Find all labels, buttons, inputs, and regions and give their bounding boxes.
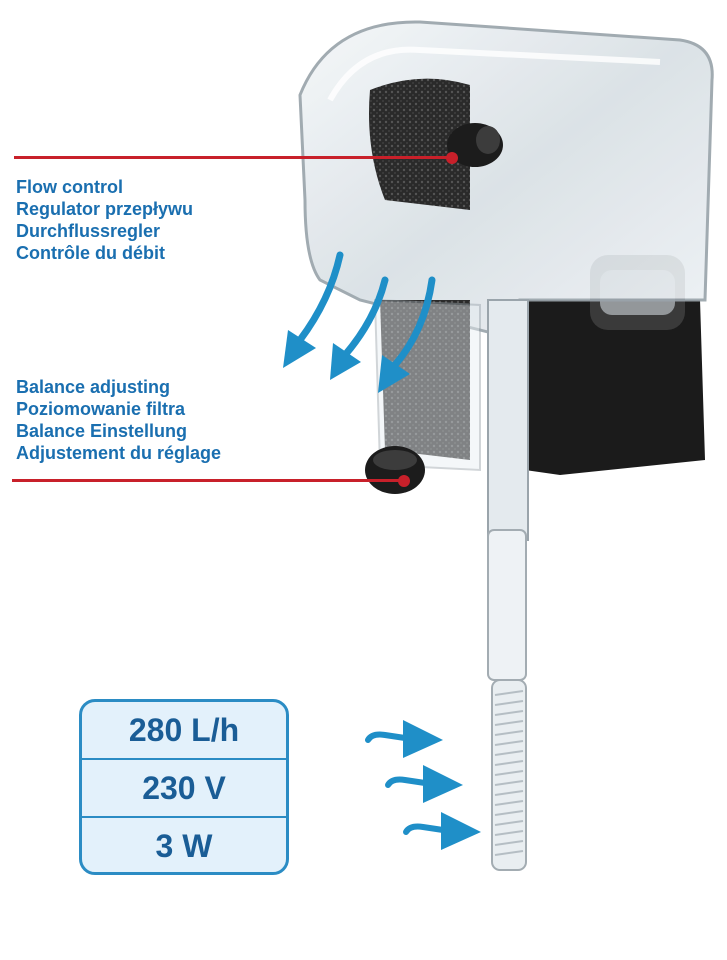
- flow-control-label-de: Durchflussregler: [16, 221, 161, 241]
- flow-control-marker: [446, 152, 458, 164]
- flow-control-label-pl: Regulator przepływu: [16, 199, 194, 219]
- balance-label-fr: Adjustement du réglage: [16, 443, 222, 463]
- spec-flow-rate: 280 L/h: [82, 702, 286, 760]
- intake-tube-middle: [487, 529, 527, 681]
- balance-labels: Balance adjusting Poziomowanie filtra Ba…: [16, 376, 221, 464]
- balance-label-pl: Poziomowanie filtra: [16, 399, 186, 419]
- flow-control-labels: Flow control Regulator przepływu Durchfl…: [16, 176, 193, 264]
- motor-housing: [520, 300, 705, 475]
- balance-marker: [398, 475, 410, 487]
- balance-label-en: Balance adjusting: [16, 377, 171, 397]
- filter-body: [298, 20, 714, 342]
- intake-tube-upper: [487, 299, 529, 541]
- specs-panel: 280 L/h 230 V 3 W: [79, 699, 289, 875]
- outflow-arrows: [296, 251, 436, 369]
- spec-voltage: 230 V: [82, 760, 286, 818]
- balance-leader-line: [12, 479, 402, 482]
- balance-label-de: Balance Einstellung: [16, 421, 188, 441]
- sponge-upper: [369, 78, 470, 210]
- flow-control-leader-line: [14, 156, 452, 159]
- flow-control-label-fr: Contrôle du débit: [16, 243, 165, 263]
- flow-control-label-en: Flow control: [16, 177, 123, 197]
- intake-arrows: [365, 731, 446, 835]
- sponge-lower: [380, 300, 470, 460]
- spec-power: 3 W: [155, 827, 213, 864]
